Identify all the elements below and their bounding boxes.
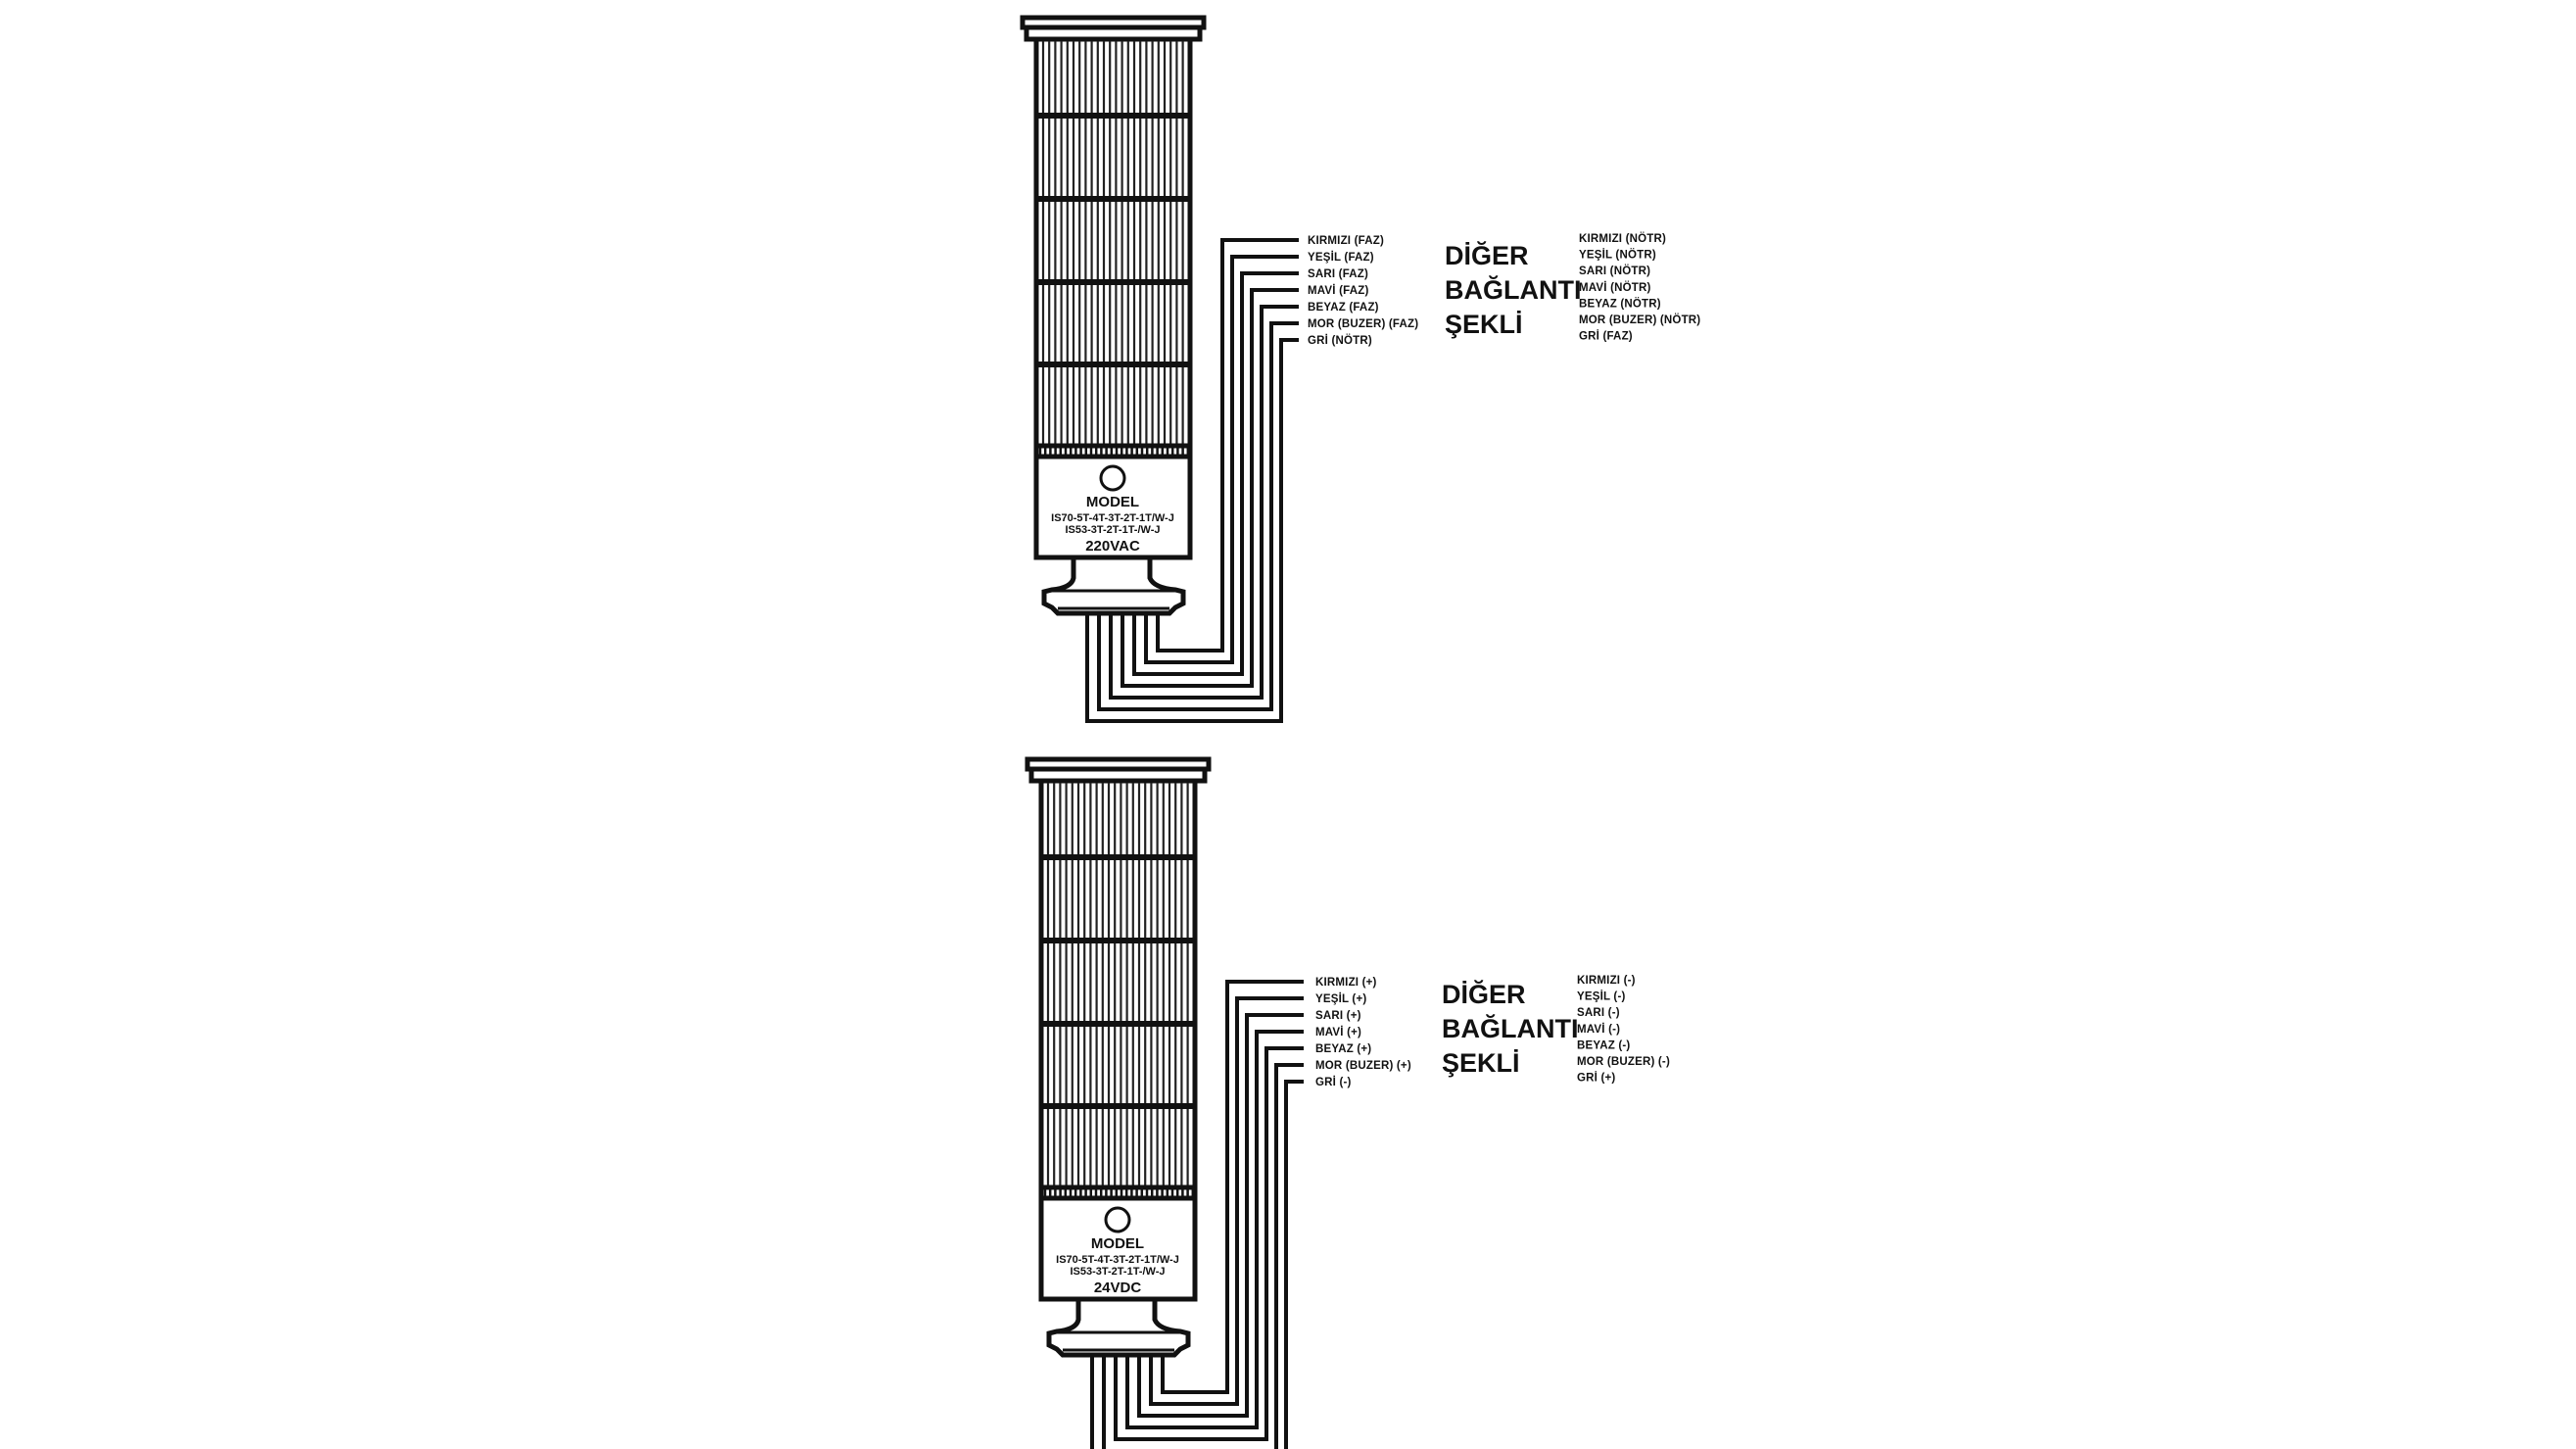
alt-label-1: KIRMIZI (-)	[1577, 975, 1636, 987]
alt-label-6: MOR (BUZER) (NÖTR)	[1579, 314, 1700, 326]
heading-line-1: DİĞER	[1442, 979, 1526, 1009]
alt-label-7: GRİ (+)	[1577, 1072, 1615, 1085]
wire-label-6: MOR (BUZER) (+)	[1315, 1060, 1411, 1072]
wire-4	[1121, 288, 1299, 688]
alt-label-2: YEŞİL (-)	[1577, 990, 1626, 1003]
indicator-circle	[1104, 1206, 1131, 1233]
heading-line-2: BAĞLANTI	[1445, 274, 1581, 305]
alt-label-5: BEYAZ (-)	[1577, 1039, 1630, 1051]
wire-label-5: BEYAZ (FAZ)	[1308, 302, 1379, 314]
wire-5	[1109, 305, 1299, 700]
voltage-label: 24VDC	[1094, 1280, 1142, 1296]
wire-label-5: BEYAZ (+)	[1315, 1043, 1371, 1055]
alt-label-4: MAVİ (NÖTR)	[1579, 281, 1651, 294]
lamp-column	[1033, 36, 1193, 454]
model-label: MODEL	[1086, 494, 1139, 510]
wire-label-7: GRİ (-)	[1315, 1076, 1352, 1088]
wire-2	[1149, 996, 1304, 1406]
wire-label-2: YEŞİL (+)	[1315, 992, 1366, 1005]
model-code-1: IS70-5T-4T-3T-2T-1T/W-J	[1051, 512, 1174, 524]
alt-label-1: KIRMIZI (NÖTR)	[1579, 232, 1666, 245]
wire-label-3: SARI (+)	[1315, 1010, 1361, 1022]
wire-1	[1156, 238, 1299, 652]
mounting-base	[1041, 555, 1186, 616]
wire-label-2: YEŞİL (FAZ)	[1308, 251, 1374, 264]
wire-bundle	[1085, 238, 1299, 723]
indicator-circle	[1099, 464, 1126, 492]
model-code-2: IS53-3T-2T-1T-/W-J	[1066, 524, 1161, 536]
lamp-column	[1038, 778, 1198, 1195]
heading-line-2: BAĞLANTI	[1442, 1013, 1578, 1043]
alt-label-6: MOR (BUZER) (-)	[1577, 1056, 1670, 1068]
wire-7	[1085, 338, 1299, 723]
wire-2	[1144, 255, 1299, 664]
model-code-2: IS53-3T-2T-1T-/W-J	[1071, 1266, 1166, 1278]
alt-label-4: MAVİ (-)	[1577, 1023, 1620, 1036]
wire-4	[1125, 1030, 1304, 1429]
signal-tower-panel-1: MODEL IS70-5T-4T-3T-2T-1T/W-JIS53-3T-2T-1…	[1020, 15, 1700, 723]
signal-tower-panel-2: MODEL IS70-5T-4T-3T-2T-1T/W-JIS53-3T-2T-1…	[1025, 756, 1670, 1449]
wire-3	[1137, 1013, 1304, 1418]
heading-line-1: DİĞER	[1445, 240, 1529, 270]
wire-6	[1102, 1063, 1304, 1449]
model-label: MODEL	[1091, 1235, 1144, 1252]
wire-label-4: MAVİ (+)	[1315, 1026, 1361, 1038]
alt-label-3: SARI (NÖTR)	[1579, 265, 1650, 277]
lamp-fins	[1046, 783, 1189, 1187]
wire-1	[1161, 980, 1304, 1394]
wire-7	[1090, 1080, 1304, 1449]
alt-label-5: BEYAZ (NÖTR)	[1579, 297, 1661, 310]
wire-6	[1097, 321, 1299, 711]
heading-line-3: ŞEKLİ	[1445, 310, 1523, 339]
wire-3	[1132, 271, 1299, 676]
wire-bundle	[1090, 980, 1304, 1449]
heading-line-3: ŞEKLİ	[1442, 1048, 1520, 1078]
alt-label-3: SARI (-)	[1577, 1007, 1620, 1019]
wire-label-3: SARI (FAZ)	[1308, 268, 1368, 280]
wire-label-1: KIRMIZI (FAZ)	[1308, 235, 1384, 247]
model-code-1: IS70-5T-4T-3T-2T-1T/W-J	[1056, 1254, 1179, 1266]
lamp-fins	[1041, 41, 1184, 446]
mounting-base	[1046, 1296, 1191, 1358]
wire-5	[1114, 1046, 1304, 1441]
alt-label-7: GRİ (FAZ)	[1579, 330, 1633, 343]
wire-label-1: KIRMIZI (+)	[1315, 977, 1377, 989]
wire-label-4: MAVİ (FAZ)	[1308, 284, 1368, 297]
wire-label-6: MOR (BUZER) (FAZ)	[1308, 318, 1418, 330]
wire-label-7: GRİ (NÖTR)	[1308, 334, 1372, 347]
alt-label-2: YEŞİL (NÖTR)	[1579, 249, 1656, 262]
voltage-label: 220VAC	[1085, 538, 1140, 555]
